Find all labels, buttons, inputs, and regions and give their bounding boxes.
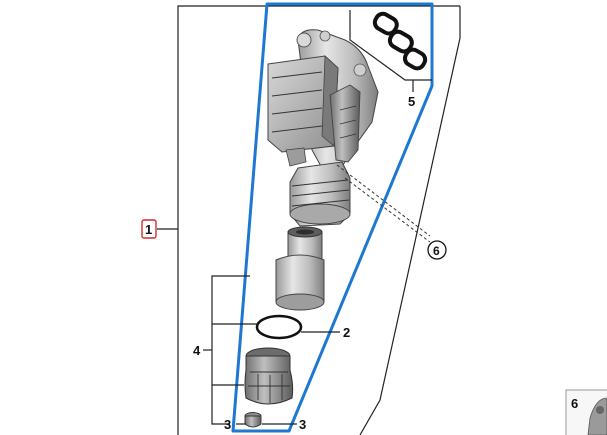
callout-1-group[interactable]: 1 — [141, 219, 157, 239]
callout-3-group: 3 3 — [224, 417, 306, 432]
oil-filter-housing[interactable] — [267, 29, 379, 227]
kit-4-bracket: 4 — [193, 275, 258, 425]
filter-cap[interactable] — [244, 347, 294, 405]
drain-plug[interactable] — [244, 412, 262, 428]
callout-1[interactable]: 1 — [145, 222, 152, 237]
callout-6-group: 6 — [336, 164, 447, 260]
callout-4[interactable]: 4 — [193, 343, 201, 358]
callout-5[interactable]: 5 — [408, 94, 415, 109]
o-ring[interactable]: 2 — [255, 314, 350, 340]
callout-2[interactable]: 2 — [343, 325, 350, 340]
assembly-frame — [157, 5, 461, 435]
gasket-set[interactable]: 5 — [347, 10, 436, 109]
callout-6[interactable]: 6 — [433, 244, 440, 258]
callout-3-left[interactable]: 3 — [224, 417, 231, 432]
inset-callout-6[interactable]: 6 — [571, 396, 578, 411]
inset-thumbnail[interactable]: 6 — [565, 389, 607, 435]
filter-element[interactable] — [275, 226, 325, 311]
callout-3-right[interactable]: 3 — [299, 417, 306, 432]
highlight-outline — [231, 2, 434, 433]
